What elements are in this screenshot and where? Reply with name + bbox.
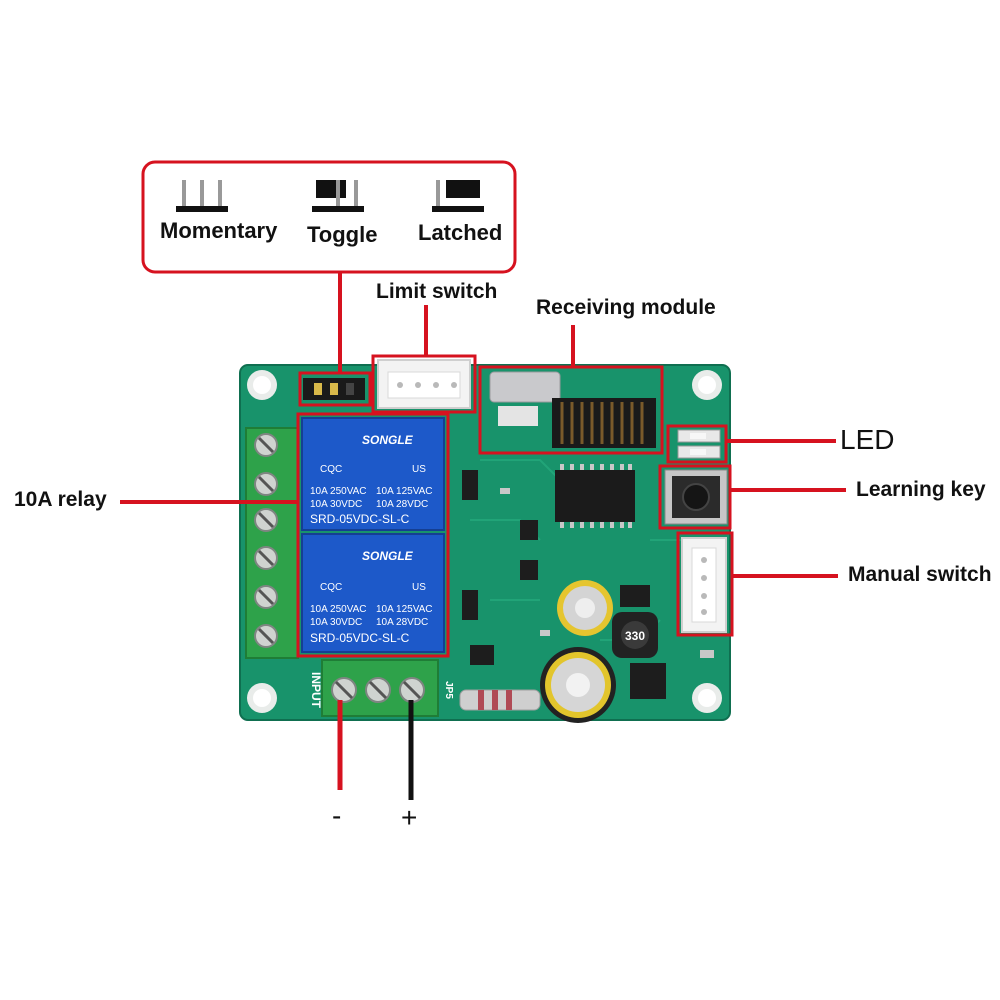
relay-1-rating-left-2: 10A 30VDC <box>310 499 362 510</box>
mounting-hole-bottom-right <box>692 683 722 713</box>
mode-jumper-header <box>303 378 365 400</box>
callout-lines <box>120 305 846 578</box>
learning-key-highlight-box <box>658 464 732 530</box>
mounting-hole-bottom-left <box>247 683 277 713</box>
relay-2-rating-left-2: 10A 30VDC <box>310 617 362 628</box>
relay-2-ul: US <box>412 582 426 593</box>
momentary-label: Momentary <box>160 218 278 243</box>
led-label: LED <box>840 424 895 455</box>
relay-2-brand: SONGLE <box>362 549 414 563</box>
latched-jumper-icon <box>432 180 484 212</box>
relay-2-rating-right-1: 10A 125VAC <box>376 604 433 615</box>
relay-label: 10A relay <box>14 488 107 511</box>
relay-1-rating-left-1: 10A 250VAC <box>310 486 367 497</box>
relay-2-rating-right-2: 10A 28VDC <box>376 617 428 628</box>
receiving-module <box>489 371 656 448</box>
latched-label: Latched <box>418 220 503 245</box>
minus-label: - <box>332 800 342 831</box>
relay-2: SONGLE CQC US 10A 250VAC 10A 125VAC 10A … <box>301 533 445 653</box>
inductor: 330 <box>612 612 658 658</box>
manual-switch-label: Manual switch <box>848 563 992 586</box>
plus-label: + <box>401 802 418 833</box>
relay-1-brand: SONGLE <box>362 433 414 447</box>
fuse-resistor <box>459 689 541 711</box>
momentary-jumper-icon <box>176 180 228 212</box>
relay-2-cert: CQC <box>320 582 342 593</box>
led-highlight-box <box>666 424 728 464</box>
capacitor-small <box>557 580 613 636</box>
relay-highlight-box <box>296 412 450 658</box>
led-indicators <box>677 429 721 459</box>
input-terminal-block: INPUT JP5 <box>309 659 454 717</box>
relay-1-cert: CQC <box>320 464 342 475</box>
toggle-label: Toggle <box>307 222 378 247</box>
toggle-jumper-icon <box>312 180 364 212</box>
receiving-module-label: Receiving module <box>536 296 716 319</box>
mounting-hole-top-right <box>692 370 722 400</box>
input-silk-label: INPUT <box>309 672 323 709</box>
learning-key-button <box>664 469 728 525</box>
relay-1-rating-right-1: 10A 125VAC <box>376 486 433 497</box>
mode-callout-box <box>141 160 517 374</box>
relay-2-model: SRD-05VDC-SL-C <box>310 631 410 645</box>
jp5-silk-label: JP5 <box>443 681 454 699</box>
smd-components <box>462 470 714 699</box>
output-terminal-block <box>245 427 299 659</box>
limit-switch-label: Limit switch <box>376 280 498 303</box>
limit-switch-connector <box>377 359 471 409</box>
manual-switch-highlight-box <box>676 531 734 637</box>
inductor-mark: 330 <box>625 629 645 643</box>
mounting-hole-top-left <box>247 370 277 400</box>
relay-1-model: SRD-05VDC-SL-C <box>310 512 410 526</box>
manual-switch-connector <box>681 537 727 633</box>
relay-1: SONGLE CQC US 10A 250VAC 10A 125VAC 10A … <box>301 417 445 531</box>
relay-1-ul: US <box>412 464 426 475</box>
main-ic-chip <box>555 464 635 528</box>
relay-1-rating-right-2: 10A 28VDC <box>376 499 428 510</box>
relay-2-rating-left-1: 10A 250VAC <box>310 604 367 615</box>
jumper-highlight-box <box>298 371 372 407</box>
learning-key-label: Learning key <box>856 478 986 501</box>
capacitor-large <box>540 647 616 723</box>
